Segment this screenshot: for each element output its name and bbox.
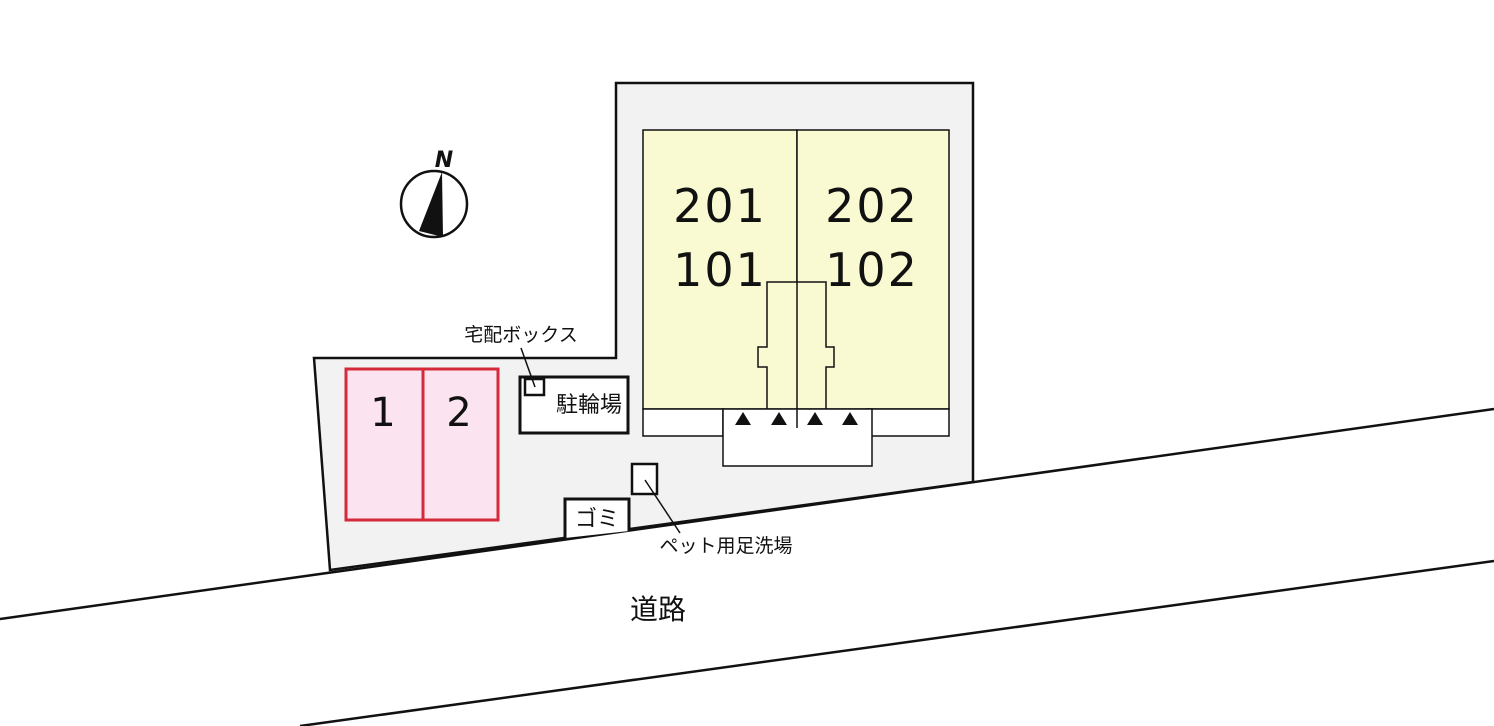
parking-space-1: [344, 367, 425, 522]
delivery-box-leader: [520, 347, 536, 388]
compass-north-label: N: [435, 148, 453, 173]
parking-area: 1 2: [344, 367, 500, 522]
parking-space-1-label: 1: [370, 390, 395, 436]
entrance-arrow-icon: [771, 412, 787, 425]
bicycle-parking-label: 駐輪場: [556, 393, 622, 418]
pet-foot-wash-box: [630, 462, 659, 496]
unit-101-label: 101: [673, 243, 767, 297]
building: 201 101 202 102: [642, 129, 950, 467]
road-edge-lower: [299, 559, 1494, 726]
building-eave-right: [865, 408, 950, 437]
garbage-label: ゴミ: [575, 507, 619, 532]
entrance-arrow-icon: [842, 412, 858, 425]
pet-foot-wash-leader: [644, 479, 681, 534]
unit-102-label: 102: [825, 243, 919, 297]
road-label: 道路: [630, 593, 686, 626]
unit-201-label: 201: [673, 179, 767, 233]
bicycle-parking: 駐輪場 宅配ボックス: [464, 324, 630, 435]
parking-space-2-label: 2: [446, 390, 471, 436]
building-eave-left: [642, 408, 724, 437]
pet-foot-wash-label: ペット用足洗場: [659, 535, 792, 557]
unit-202-label: 202: [825, 179, 919, 233]
delivery-box-label: 宅配ボックス: [464, 324, 577, 346]
garbage-box: [563, 497, 631, 538]
pet-foot-wash: ペット用足洗場: [630, 462, 793, 557]
north-arrow-icon: [419, 172, 443, 237]
parking-space-2: [421, 367, 500, 522]
entrance-arrow-icon: [735, 412, 751, 425]
compass: N: [399, 148, 469, 239]
garbage-station: ゴミ: [563, 497, 631, 538]
building-stair: [757, 281, 835, 410]
entrance-arrow-icon: [807, 412, 823, 425]
